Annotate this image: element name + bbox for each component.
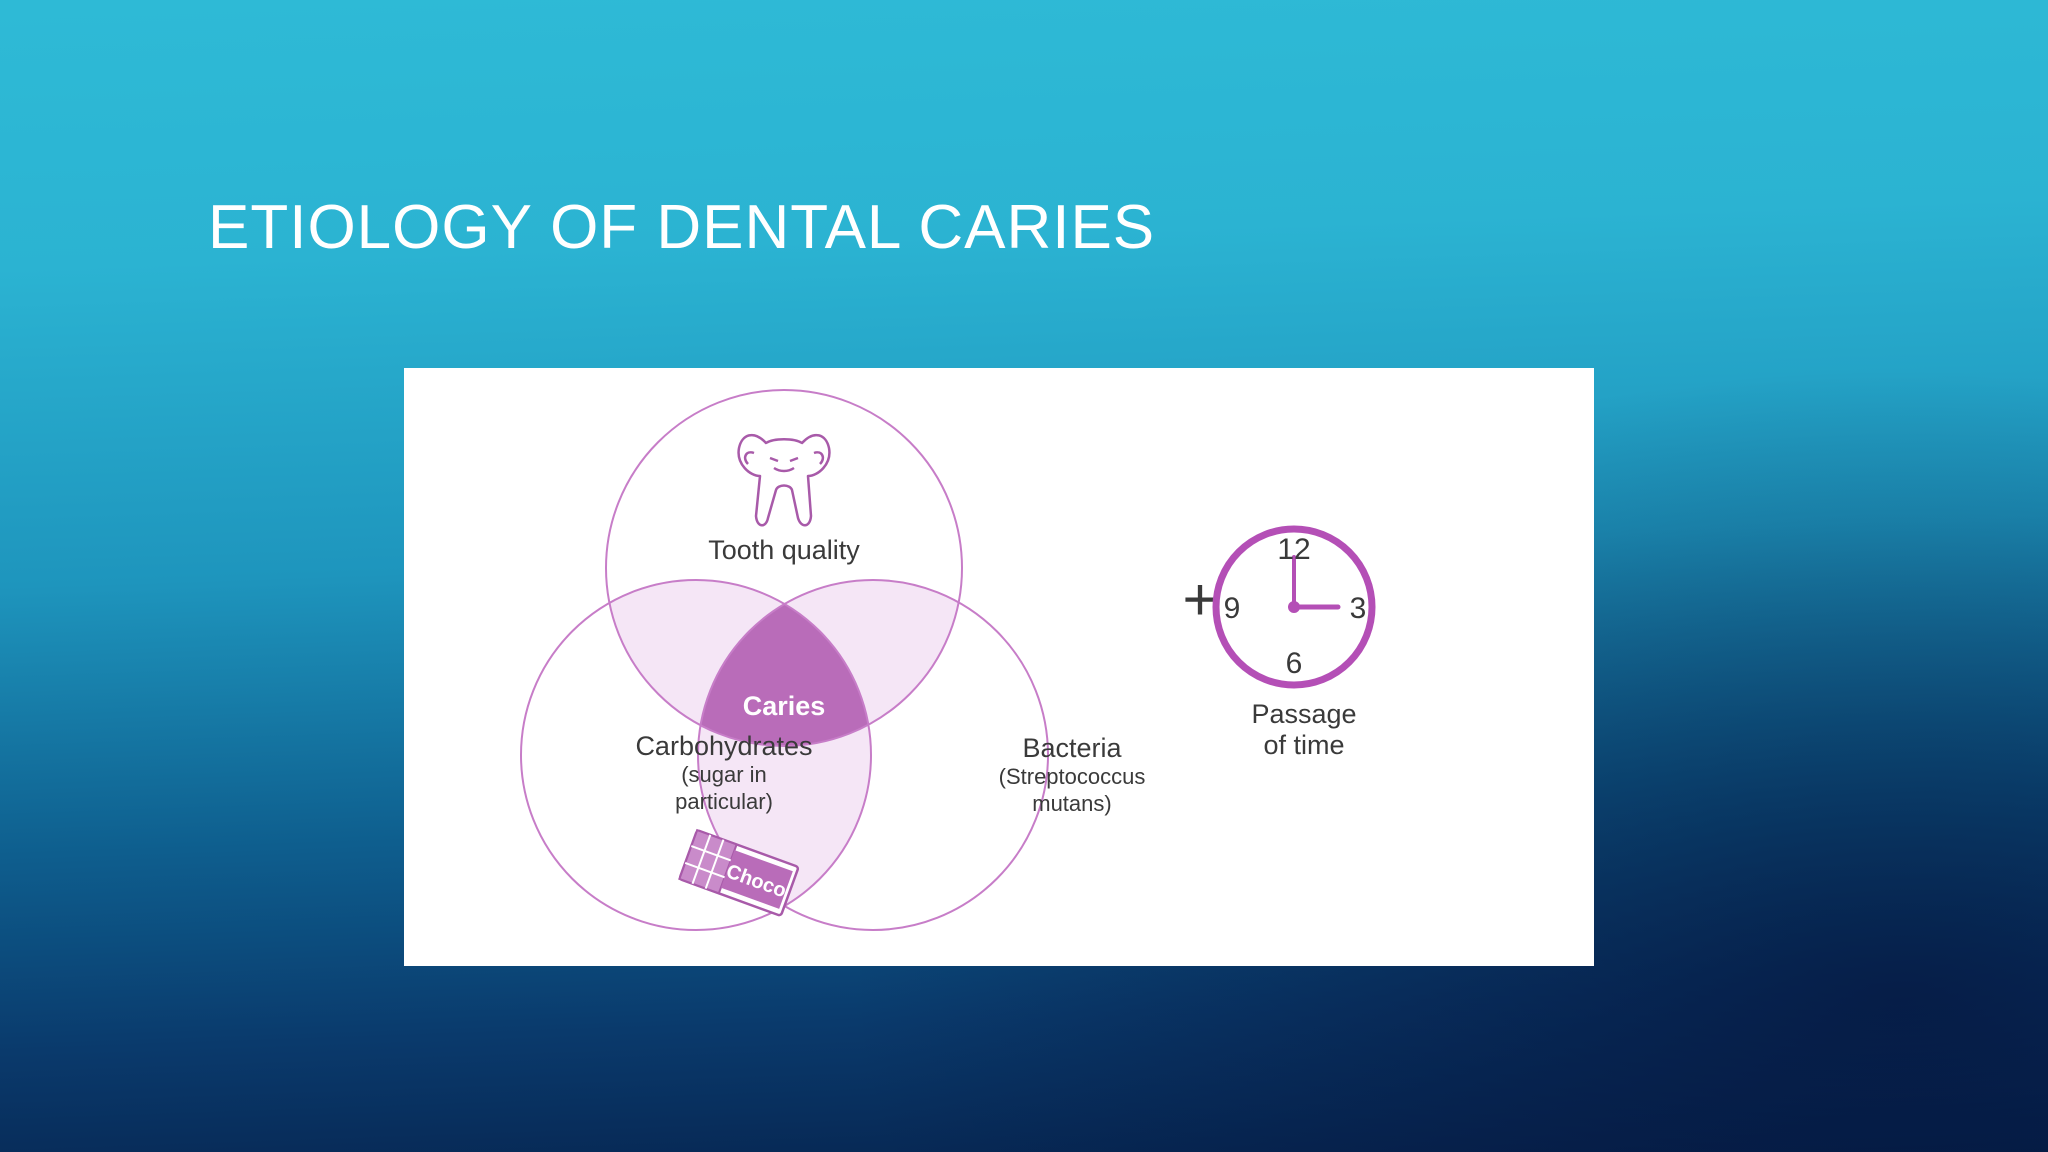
circle-bacteria: [697, 579, 1049, 931]
sublabel-carbohydrates-2: particular): [675, 789, 773, 814]
sublabel-carbohydrates-1: (sugar in: [681, 762, 767, 787]
plus-sign: +: [1182, 566, 1217, 633]
caries-venn-figure: Tooth quality Carbohydrates (sugar in pa…: [404, 368, 1594, 966]
clock-number-9: 9: [1224, 592, 1241, 625]
circle-tooth-quality: [605, 389, 963, 747]
sublabel-bacteria-2: mutans): [1032, 791, 1111, 816]
clock-caption-line2: of time: [1263, 730, 1344, 760]
chocolate-bar-icon: Choco: [678, 828, 800, 917]
sublabel-bacteria-1: (Streptococcus: [999, 764, 1146, 789]
label-bacteria: Bacteria: [1022, 733, 1122, 763]
clock-number-3: 3: [1350, 592, 1367, 625]
overlap-center-caries: [698, 580, 871, 746]
label-caries: Caries: [743, 691, 826, 721]
clock-icon: 12 3 6 9: [1212, 525, 1376, 689]
clock-caption-line1: Passage: [1251, 699, 1356, 729]
clock-number-6: 6: [1286, 647, 1303, 680]
clock-number-12: 12: [1277, 533, 1310, 566]
tooth-icon: [737, 433, 831, 527]
venn-diagram: Tooth quality Carbohydrates (sugar in pa…: [520, 389, 1376, 931]
slide-title: ETIOLOGY OF DENTAL CARIES: [208, 193, 1156, 262]
circle-carbohydrates: [520, 579, 872, 931]
label-carbohydrates: Carbohydrates: [635, 731, 812, 761]
label-tooth-quality: Tooth quality: [708, 535, 860, 565]
